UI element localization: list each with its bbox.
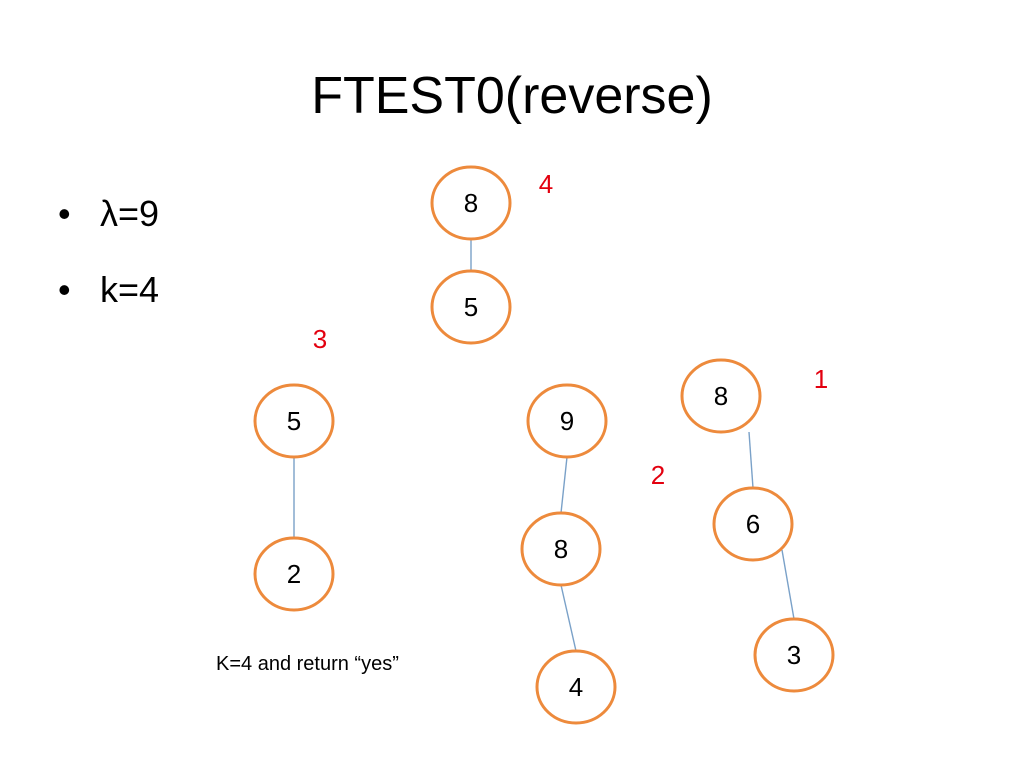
node-value: 5 [464, 292, 478, 322]
node-value: 9 [560, 406, 574, 436]
tree-node: 3 [753, 617, 835, 693]
node-circle [430, 269, 512, 345]
edge [560, 456, 568, 514]
tree-node: 2 [253, 536, 335, 612]
tree-node: 5 [430, 269, 512, 345]
node-circle [253, 536, 335, 612]
parameter-list: λ=9 k=4 [58, 190, 159, 342]
node-value: 8 [554, 534, 568, 564]
rank-label: 1 [814, 364, 828, 394]
node-value: 8 [464, 188, 478, 218]
node-value: 8 [714, 381, 728, 411]
tree-b: 5 2 3 [253, 324, 335, 612]
node-circle [712, 486, 794, 562]
rank-label: 4 [539, 169, 553, 199]
slide-title: FTEST0(reverse) [311, 67, 713, 125]
rank-label: 2 [651, 460, 665, 490]
tree-d: 8 6 3 1 [680, 358, 835, 693]
tree-node: 8 [520, 511, 602, 587]
bullet-k: k=4 [58, 266, 159, 314]
rank-label: 3 [313, 324, 327, 354]
tree-c: 9 8 4 2 [520, 383, 665, 725]
node-circle [526, 383, 608, 459]
node-circle [535, 649, 617, 725]
edge [748, 431, 754, 489]
node-circle [430, 165, 512, 241]
node-value: 3 [787, 640, 801, 670]
node-value: 2 [287, 559, 301, 589]
node-value: 6 [746, 509, 760, 539]
tree-node: 8 [680, 358, 762, 434]
node-circle [520, 511, 602, 587]
node-circle [680, 358, 762, 434]
node-circle [753, 617, 835, 693]
tree-node: 4 [535, 649, 617, 725]
tree-node: 5 [253, 383, 335, 459]
tree-node: 9 [526, 383, 608, 459]
node-value: 5 [287, 406, 301, 436]
tree-node: 6 [712, 486, 794, 562]
edge [560, 584, 577, 652]
bullet-lambda: λ=9 [58, 190, 159, 238]
result-note: K=4 and return “yes” [216, 653, 399, 675]
tree-a: 8 5 4 [430, 165, 553, 345]
node-circle [253, 383, 335, 459]
tree-node: 8 [430, 165, 512, 241]
node-value: 4 [569, 672, 583, 702]
edge [781, 549, 795, 620]
